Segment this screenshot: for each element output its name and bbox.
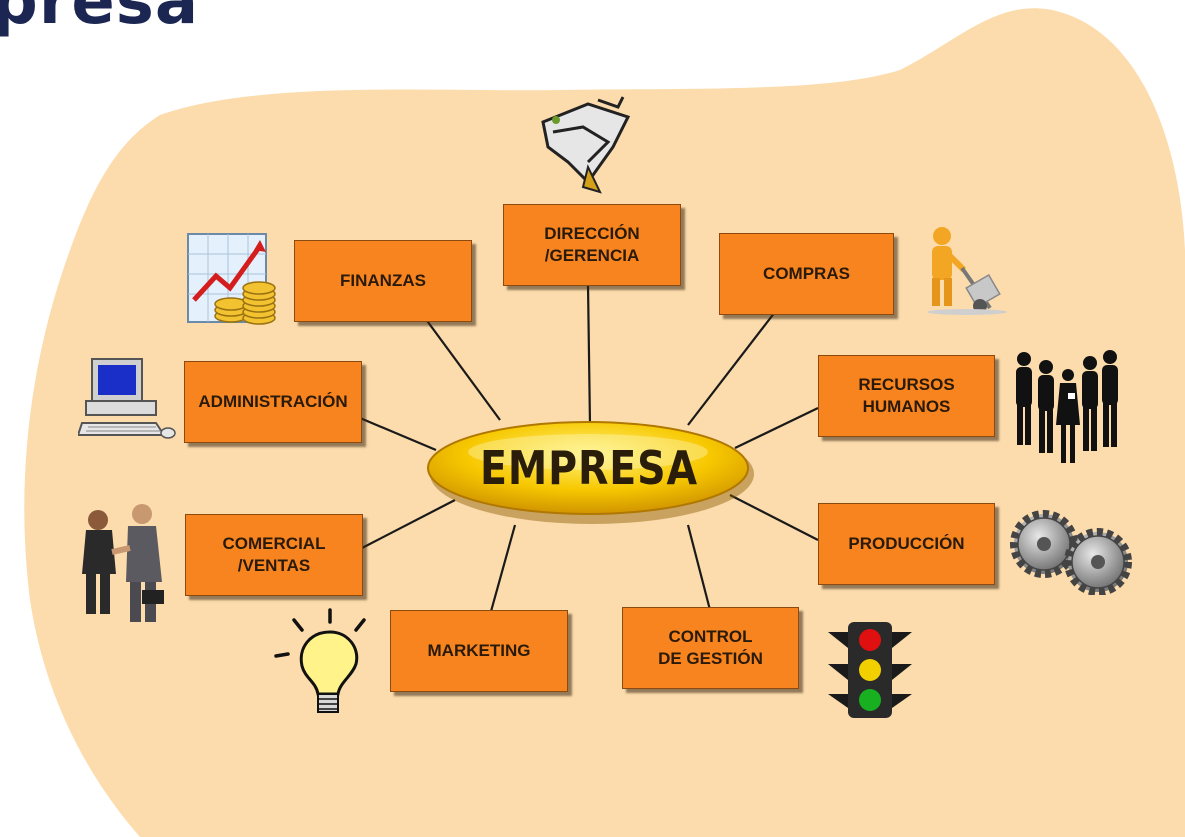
box-marketing[interactable]: MARKETING bbox=[390, 610, 568, 692]
growth-chart-coins-icon bbox=[187, 233, 276, 325]
connector-marketing bbox=[488, 524, 517, 616]
box-compras[interactable]: COMPRAS bbox=[719, 233, 894, 315]
connector-finanzas bbox=[424, 317, 501, 421]
center-label: EMPRESA bbox=[479, 441, 699, 495]
airplane-sketch-icon bbox=[541, 96, 631, 194]
box-direccion-gerencia[interactable]: DIRECCIÓN /GERENCIA bbox=[503, 204, 681, 286]
connector-produccion bbox=[729, 494, 819, 541]
desktop-computer-icon bbox=[78, 358, 176, 439]
connector-comercial bbox=[361, 499, 456, 549]
connector-direccion bbox=[586, 284, 592, 426]
box-administracion[interactable]: ADMINISTRACIÓN bbox=[184, 361, 362, 443]
light-bulb-icon bbox=[274, 608, 366, 713]
connector-administracion bbox=[359, 416, 437, 452]
page-heading: presa bbox=[0, 0, 200, 39]
connector-compras bbox=[687, 311, 776, 426]
box-finanzas[interactable]: FINANZAS bbox=[294, 240, 472, 322]
handshake-icon bbox=[82, 504, 164, 622]
connector-control bbox=[686, 524, 712, 611]
gears-icon bbox=[1010, 510, 1132, 595]
box-comercial-ventas[interactable]: COMERCIAL /VENTAS bbox=[185, 514, 363, 596]
connector-rrhh bbox=[734, 407, 819, 449]
hand-truck-worker-icon bbox=[927, 227, 1007, 315]
box-control-gestion[interactable]: CONTROL DE GESTIÓN bbox=[622, 607, 799, 689]
traffic-light-icon bbox=[828, 622, 912, 718]
business-people-icon bbox=[1016, 350, 1118, 463]
box-produccion[interactable]: PRODUCCIÓN bbox=[818, 503, 995, 585]
box-recursos-humanos[interactable]: RECURSOS HUMANOS bbox=[818, 355, 995, 437]
